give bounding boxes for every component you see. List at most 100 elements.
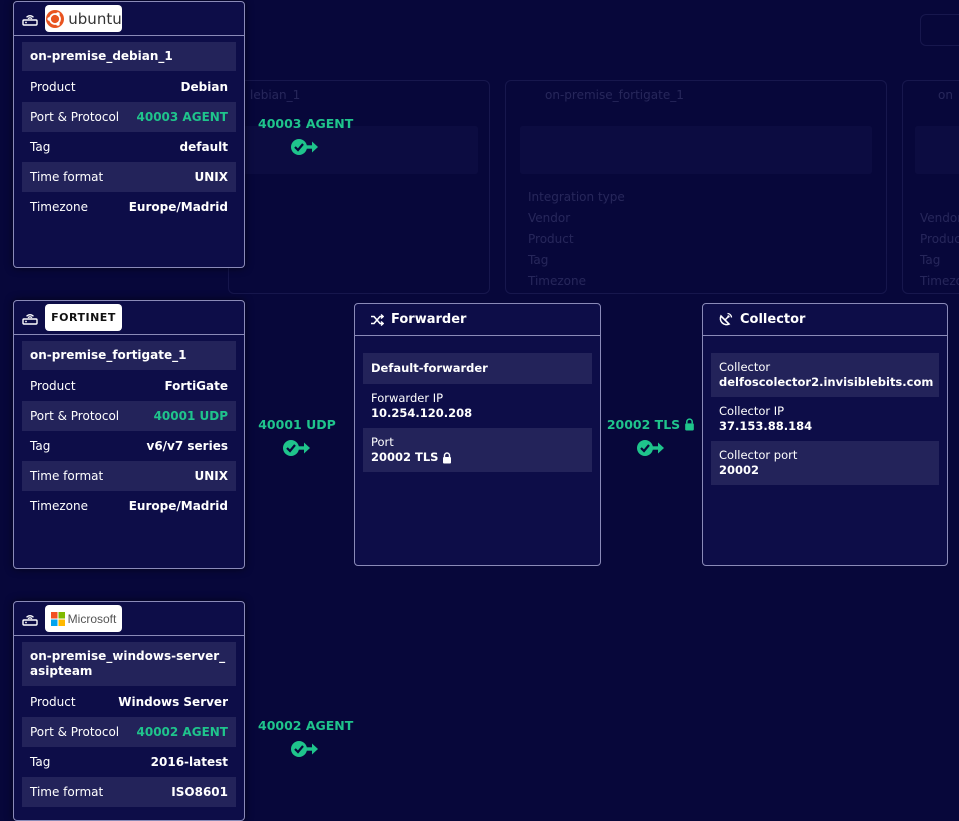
collector-ip-label: Collector IP [719, 404, 785, 418]
row-value: Europe/Madrid [128, 200, 228, 214]
connector-label: 40002 AGENT [258, 718, 354, 733]
row-key: Timezone [30, 499, 88, 513]
connector-windows: 40002 AGENT [258, 715, 354, 758]
row-timezone: Timezone Europe/Madrid [22, 491, 236, 521]
row-value: Europe/Madrid [128, 499, 228, 513]
card-header: ubuntu [14, 2, 244, 36]
card-header: Microsoft [14, 602, 244, 636]
check-arrow-icon [291, 139, 318, 155]
collector-host-block: Collector delfoscolector2.invisiblebits.… [711, 353, 939, 397]
source-card-windows[interactable]: Microsoft on-premise_windows-server_asip… [13, 601, 245, 821]
bg-text-vendor: Vendor [528, 211, 571, 225]
row-value: 40001 UDP [153, 409, 228, 423]
row-value: v6/v7 series [146, 439, 229, 453]
row-time-format: Time format ISO8601 [22, 777, 236, 807]
collector-header: Collector [703, 304, 947, 336]
row-value: Windows Server [118, 695, 228, 709]
microsoft-logo: Microsoft [45, 605, 122, 632]
bg-text-other: on [938, 88, 953, 102]
row-key: Tag [30, 140, 51, 154]
check-arrow-icon [283, 440, 310, 456]
forwarder-ip-label: Forwarder IP [371, 391, 444, 405]
row-key: Product [30, 379, 76, 393]
forwarder-name-block: Default-forwarder [363, 353, 592, 384]
bg-text-fortigate: on-premise_fortigate_1 [545, 88, 684, 102]
connector-debian: 40003 AGENT [258, 113, 354, 156]
source-name: on-premise_debian_1 [22, 42, 236, 71]
bg-text-integration: Integration type [528, 190, 625, 204]
bg-logo-fortinet [520, 126, 872, 174]
forwarder-port-value: 20002 TLS [371, 450, 439, 464]
row-value: UNIX [194, 170, 228, 184]
bg-text-tag: Tag [528, 253, 549, 267]
forwarder-ip: 10.254.120.208 [371, 406, 473, 420]
row-key: Tag [30, 439, 51, 453]
router-icon [22, 310, 38, 326]
source-card-debian[interactable]: ubuntu on-premise_debian_1 Product Debian… [13, 1, 245, 268]
ubuntu-logo: ubuntu [45, 5, 122, 32]
bg-topbar-button [920, 14, 959, 46]
row-value: ISO8601 [171, 785, 228, 799]
row-key: Port & Protocol [30, 725, 120, 739]
forwarder-header: Forwarder [355, 304, 600, 336]
bg-logo-other [915, 126, 959, 174]
microsoft-logo-text: Microsoft [67, 611, 117, 626]
lock-icon [685, 418, 695, 431]
row-key: Time format [30, 785, 104, 799]
row-key: Product [30, 80, 76, 94]
row-value: 40003 AGENT [136, 110, 229, 124]
connector-label-tls: 20002 TLS [607, 417, 695, 432]
forwarder-port-label: Port [371, 435, 394, 449]
row-value: UNIX [194, 469, 228, 483]
row-value: FortiGate [164, 379, 228, 393]
collector-title: Collector [740, 312, 806, 327]
row-port-protocol: Port & Protocol 40001 UDP [22, 401, 236, 431]
connector-label: 20002 TLS [606, 417, 681, 432]
fortinet-logo-text: FORTINET [51, 311, 116, 324]
bg-text-product: Product [528, 232, 574, 246]
collector-ip: 37.153.88.184 [719, 419, 813, 433]
bg-text-vendor-2: Vendor [920, 211, 959, 225]
collector-panel[interactable]: Collector Collector delfoscolector2.invi… [702, 303, 948, 566]
row-key: Product [30, 695, 76, 709]
row-port-protocol: Port & Protocol 40002 AGENT [22, 717, 236, 747]
bg-text-timezone: Timezone [528, 274, 586, 288]
bg-text-product-2: Product [920, 232, 959, 246]
forwarder-ip-block: Forwarder IP 10.254.120.208 [363, 384, 592, 428]
row-product: Product FortiGate [22, 371, 236, 401]
lock-icon [443, 451, 452, 463]
check-arrow-icon [291, 741, 318, 757]
router-icon [22, 11, 38, 27]
collector-host: delfoscolector2.invisiblebits.com [719, 375, 934, 389]
row-key: Port & Protocol [30, 409, 120, 423]
row-port-protocol: Port & Protocol 40003 AGENT [22, 102, 236, 132]
forwarder-port: 20002 TLS [371, 450, 452, 465]
bg-text-tag-2: Tag [920, 253, 941, 267]
bg-card-other [902, 80, 959, 294]
forwarder-panel[interactable]: Forwarder Default-forwarder Forwarder IP… [354, 303, 601, 566]
forwarder-name: Default-forwarder [371, 361, 488, 375]
row-value: 40002 AGENT [136, 725, 229, 739]
row-value: 2016-latest [150, 755, 228, 769]
collector-ip-block: Collector IP 37.153.88.184 [711, 397, 939, 441]
router-icon [22, 611, 38, 627]
row-tag: Tag v6/v7 series [22, 431, 236, 461]
forwarder-port-block: Port 20002 TLS [363, 428, 592, 472]
shuffle-icon [370, 313, 384, 327]
connector-label: 40003 AGENT [258, 116, 354, 131]
card-header: FORTINET [14, 301, 244, 335]
satellite-icon [718, 312, 733, 327]
connector-label: 40001 UDP [258, 417, 336, 432]
collector-port-block: Collector port 20002 [711, 441, 939, 485]
bg-text-timezone-2: Timezone [920, 274, 959, 288]
row-product: Product Debian [22, 72, 236, 102]
row-key: Port & Protocol [30, 110, 120, 124]
row-value: Debian [180, 80, 228, 94]
row-product: Product Windows Server [22, 687, 236, 717]
forwarder-title: Forwarder [391, 312, 467, 327]
